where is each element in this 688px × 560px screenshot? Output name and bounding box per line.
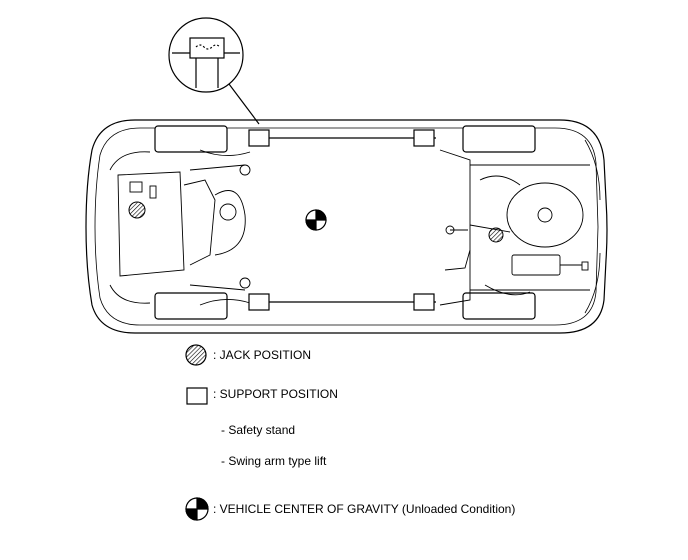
- jack-positions: [128, 201, 504, 243]
- safety-stand-label: - Safety stand: [221, 423, 296, 437]
- jack-position-label: : JACK POSITION: [213, 348, 312, 362]
- support-position-icon: [186, 387, 208, 405]
- jack-point-front: [128, 201, 146, 219]
- support-point-front-right: [248, 293, 270, 311]
- jack-point-rear: [488, 227, 504, 243]
- car-body: [85, 119, 608, 334]
- support-point-rear-left: [413, 129, 435, 147]
- support-rails: [249, 137, 436, 303]
- support-detail-callout: [168, 17, 260, 125]
- center-of-gravity-label: : VEHICLE CENTER OF GRAVITY (Unloaded Co…: [213, 502, 516, 516]
- jack-position-icon: [185, 344, 207, 366]
- support-point-rear-right: [413, 293, 435, 311]
- support-point-front-left: [248, 129, 270, 147]
- center-of-gravity-marker: [305, 209, 327, 231]
- rear-axle-area: [439, 149, 590, 306]
- engine-area: [109, 149, 251, 306]
- support-position-label: : SUPPORT POSITION: [213, 387, 338, 401]
- swing-arm-lift-label: - Swing arm type lift: [221, 454, 327, 468]
- center-of-gravity-icon: [185, 497, 209, 521]
- support-positions: [248, 129, 435, 311]
